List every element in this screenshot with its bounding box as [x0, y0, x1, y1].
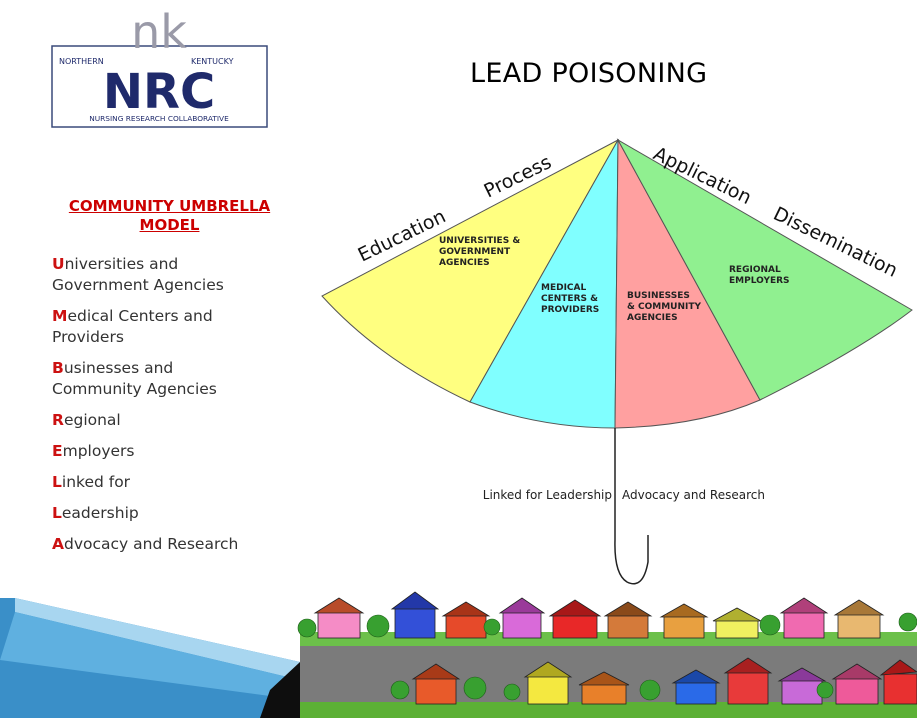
logo-subtitle: NURSING RESEARCH COLLABORATIVE — [89, 114, 229, 123]
wedge-employers — [616, 138, 913, 401]
wedge-label-businesses: BUSINESSES & COMMUNITY AGENCIES — [627, 291, 704, 323]
acronym-item: Leadership — [52, 504, 139, 522]
logo-left-word: NORTHERN — [59, 57, 104, 66]
acronym-item: Regional — [52, 411, 121, 429]
page-title: LEAD POISONING — [470, 58, 708, 89]
model-title-line1: COMMUNITY UMBRELLA — [68, 197, 271, 215]
wedge-medical — [469, 139, 619, 429]
wedge-universities — [321, 138, 620, 403]
wedge-label-medical: MEDICAL CENTERS & PROVIDERS — [541, 283, 601, 315]
logo-top-letters: nk — [131, 8, 187, 59]
acronym-item: Medical Centers and — [52, 307, 213, 325]
nrc-logo: nk NORTHERN KENTUCKY NRC NURSING RESEARC… — [51, 8, 268, 128]
handle-text-left: Linked for Leadership — [483, 488, 612, 502]
wedge-label-employers: REGIONAL EMPLOYERS — [729, 265, 790, 286]
acronym-item: Providers — [52, 328, 124, 346]
model-title: COMMUNITY UMBRELLA MODEL — [52, 197, 287, 235]
logo-right-word: KENTUCKY — [191, 57, 234, 66]
logo-main: NRC — [103, 64, 215, 120]
acronym-item: Government Agencies — [52, 276, 224, 294]
wedge-businesses — [614, 138, 761, 429]
acronym-list: Universities and Government Agencies Med… — [52, 254, 292, 555]
acronym-item: Businesses and — [52, 359, 174, 377]
wedge-label-universities: UNIVERSITIES & GOVERNMENT AGENCIES — [439, 236, 523, 268]
community-houses-illustration — [297, 591, 917, 718]
handle-text-right: Advocacy and Research — [622, 488, 765, 502]
umbrella-handle — [614, 428, 649, 585]
model-title-line2: MODEL — [139, 216, 200, 234]
acronym-item: Advocacy and Research — [52, 535, 239, 553]
acronym-item: Community Agencies — [52, 380, 217, 398]
acronym-item: Linked for — [52, 473, 131, 491]
decorative-arrow — [0, 598, 300, 718]
acronym-item: Universities and — [52, 255, 179, 273]
acronym-item: Employers — [52, 442, 135, 460]
